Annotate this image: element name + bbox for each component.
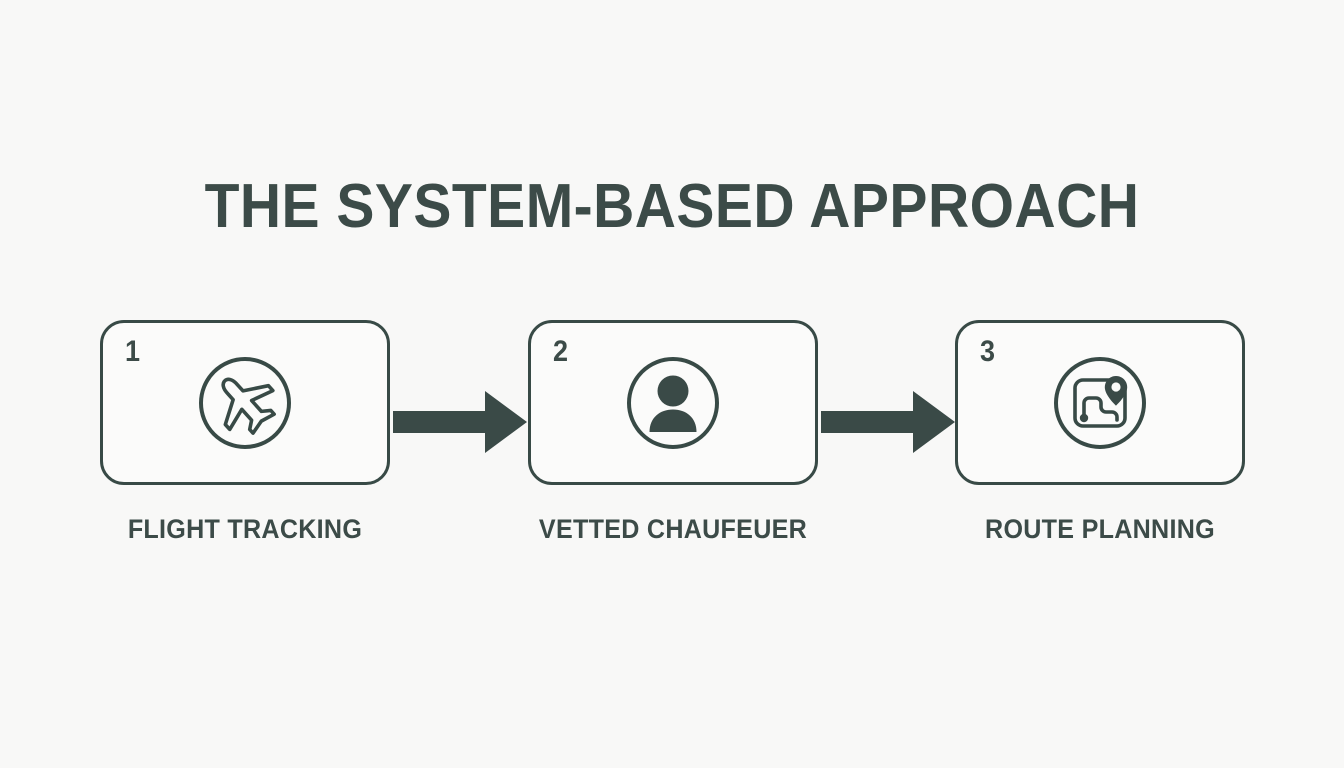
step-card-3[interactable]: 3 (955, 320, 1245, 485)
step-label-1: FLIGHT TRACKING (127, 514, 363, 544)
step-card-2[interactable]: 2 (528, 320, 818, 485)
step-card-1[interactable]: 1 (100, 320, 390, 485)
process-steps-row: 1 FLIGHT TRACKING 2 (100, 320, 1245, 550)
process-step-1[interactable]: 1 FLIGHT TRACKING (100, 320, 390, 543)
arrow-right-icon-2 (821, 383, 955, 461)
page-title: THE SYSTEM-BASED APPROACH (204, 172, 1140, 241)
step-label-2: VETTED CHAUFEUER (538, 514, 808, 544)
airplane-circle-icon (193, 351, 297, 455)
step-number-3: 3 (980, 335, 996, 368)
route-map-circle-icon (1048, 351, 1152, 455)
step-label-3: ROUTE PLANNING (985, 514, 1215, 544)
process-step-2[interactable]: 2 VETTED CHAUFEUER (528, 320, 818, 543)
step-number-2: 2 (553, 335, 569, 368)
step-number-1: 1 (125, 335, 141, 368)
process-step-3[interactable]: 3 ROUTE PLANNING (955, 320, 1245, 543)
person-circle-icon (621, 351, 725, 455)
arrow-right-icon-1 (393, 383, 527, 461)
